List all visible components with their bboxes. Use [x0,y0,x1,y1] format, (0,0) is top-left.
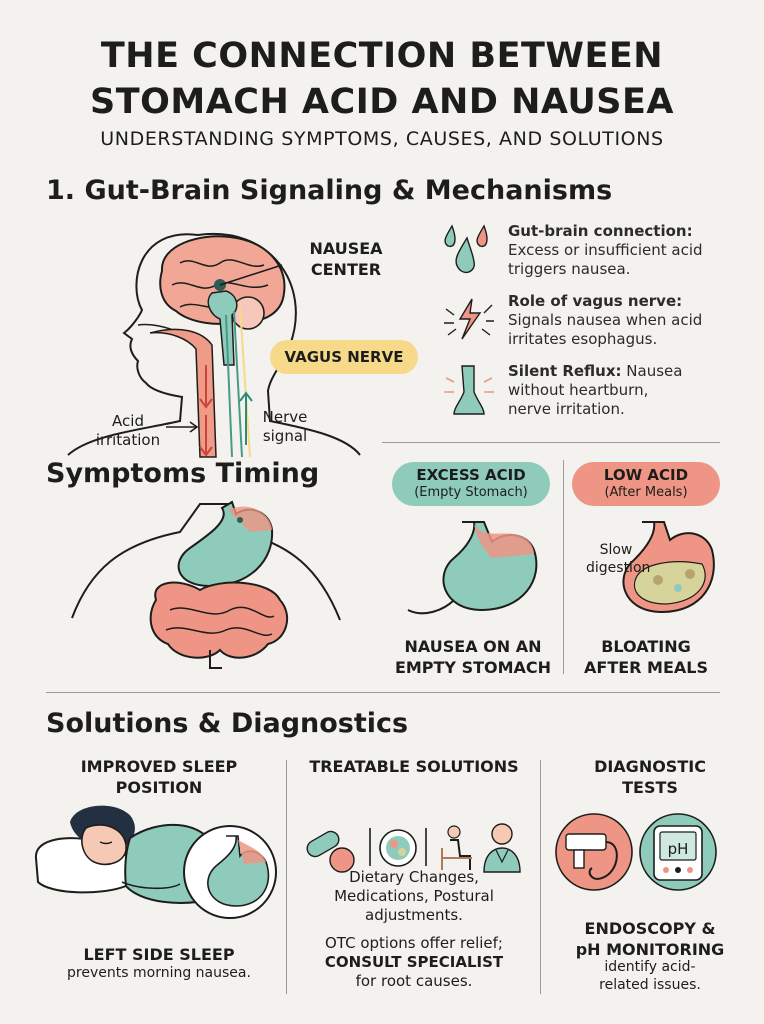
slow-digestion-line-2: digestion [586,560,651,576]
section-heading-symptoms: Symptoms Timing [46,458,320,489]
sleep-title: IMPROVED SLEEP POSITION [46,756,272,798]
side-sleeping-illustration [34,805,277,919]
sleep-title-line-2: POSITION [115,778,203,797]
torso-digestive-illustration [71,500,341,669]
doctor-icon [483,823,521,873]
sitting-person-icon [441,825,472,870]
section-heading-solutions: Solutions & Diagnostics [46,708,409,739]
divider-col-1 [286,760,287,994]
fact-silent-reflux-title-rest: Nausea [621,362,683,380]
nerve-label-line-1: Nerve [262,408,308,426]
diagnostic-line-1: identify acid- [604,959,696,975]
diagnostic-body: identify acid- related issues. [548,958,752,994]
fact-vagus-title: Role of vagus nerve: [508,292,683,310]
vagus-nerve-badge: VAGUS NERVE [270,340,418,374]
treatable-advice: OTC options offer relief; CONSULT SPECIA… [290,934,538,991]
diagnostic-title-line-2: TESTS [622,778,678,797]
fact-vagus-line-1: Signals nausea when acid [508,311,703,329]
caption-empty-line-1: NAUSEA ON AN [404,637,542,656]
ph-display-text: pH [667,840,689,858]
acid-label-line-2: irritation [95,431,161,449]
low-acid-pill: LOW ACID (After Meals) [572,462,720,506]
caption-empty-line-2: EMPTY STOMACH [394,658,552,677]
fact-gut-brain-title: Gut-brain connection: [508,222,693,240]
excess-acid-sub: (Empty Stomach) [414,485,528,500]
fact-vagus-nerve: Role of vagus nerve: Signals nausea when… [508,292,748,349]
acid-drops-icon [444,224,488,274]
pills-icon [306,830,355,873]
nerve-lightning-icon [444,298,494,340]
title-line-2: STOMACH ACID AND NAUSEA [90,82,674,122]
nausea-center-line-2: CENTER [310,260,382,279]
treatable-body: Dietary Changes, Medications, Postural a… [290,868,538,925]
treatable-line-5: for root causes. [355,972,473,990]
slow-digestion-line-1: Slow [599,542,633,558]
caption-bloating-line-2: AFTER MEALS [584,658,708,677]
treatable-title: TREATABLE SOLUTIONS [309,757,519,776]
fact-silent-reflux-line-1: without heartburn, [508,381,649,399]
fact-gut-brain: Gut-brain connection: Excess or insuffic… [508,222,748,279]
empty-stomach-illustration [407,521,538,615]
meal-plate-icon [369,828,427,867]
treatable-line-4: OTC options offer relief; [325,934,503,952]
consult-specialist-text: CONSULT SPECIALIST [324,953,504,971]
caption-empty-stomach: NAUSEA ON AN EMPTY STOMACH [384,636,562,678]
diagnostic-title-line-1: DIAGNOSTIC [594,757,706,776]
acid-label-line-1: Acid [112,412,144,430]
nausea-center-line-1: NAUSEA [309,239,383,258]
acid-irritation-label: Acid irritation [88,412,168,450]
subtitle: UNDERSTANDING SYMPTOMS, CAUSES, AND SOLU… [100,128,664,150]
diagnostic-bold-line-1: ENDOSCOPY & [584,919,716,938]
fact-silent-reflux: Silent Reflux: Nausea without heartburn,… [508,362,748,419]
sleep-title-line-1: IMPROVED SLEEP [80,757,238,776]
nausea-center-label: NAUSEA CENTER [306,238,386,280]
excess-acid-label: EXCESS ACID [416,466,526,484]
diagnostic-bold-line-2: pH MONITORING [575,940,725,959]
section-heading-mechanisms: 1. Gut-Brain Signaling & Mechanisms [46,175,613,206]
ph-monitor-icon [639,813,717,891]
sleep-bold-text: LEFT SIDE SLEEP [83,945,235,964]
divider-symptoms [563,460,564,674]
divider-right [382,442,720,443]
bloated-stomach-illustration [622,521,715,614]
head-anatomy-illustration [67,232,361,458]
divider-solutions [46,692,720,693]
treatable-line-3: adjustments. [365,906,463,924]
nerve-label-line-2: signal [262,427,308,445]
excess-acid-pill: EXCESS ACID (Empty Stomach) [392,462,550,506]
low-acid-label: LOW ACID [603,466,689,484]
fact-vagus-line-2: irritates esophagus. [508,330,658,348]
sleep-body-text: prevents morning nausea. [67,965,251,981]
fact-gut-brain-line-1: Excess or insufficient acid [508,241,703,259]
nerve-signal-label: Nerve signal [252,408,318,446]
endoscope-icon [555,813,633,891]
low-acid-sub: (After Meals) [604,485,688,500]
treatment-icons [306,823,521,873]
caption-bloating: BLOATING AFTER MEALS [572,636,720,678]
fact-silent-reflux-line-2: nerve irritation. [508,400,625,418]
treatable-line-2: Medications, Postural [334,887,494,905]
divider-col-2 [540,760,541,994]
slow-digestion-note: Slow digestion [586,541,651,577]
diagnostic-title: DIAGNOSTIC TESTS [548,756,752,798]
title-line-1: THE CONNECTION BETWEEN [100,36,664,76]
fact-gut-brain-line-2: triggers nausea. [508,260,631,278]
treatable-line-1: Dietary Changes, [349,868,479,886]
caption-bloating-line-1: BLOATING [601,637,691,656]
diagnostic-bold: ENDOSCOPY & pH MONITORING [548,918,752,960]
esophagus-icon [444,365,494,415]
fact-silent-reflux-title: Silent Reflux: [508,362,622,380]
diagnostic-line-2: related issues. [599,977,701,993]
